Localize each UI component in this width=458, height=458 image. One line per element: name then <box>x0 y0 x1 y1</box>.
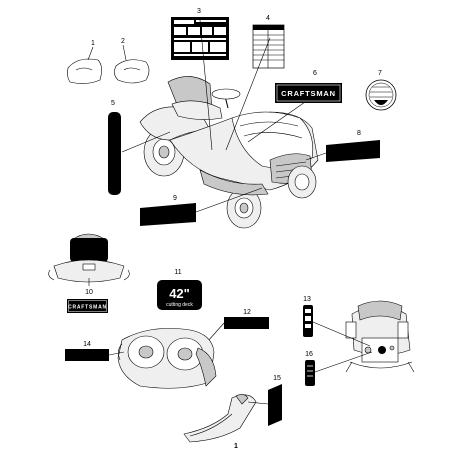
callout-9: 9 <box>173 195 177 202</box>
decal-3-operating-instructions <box>171 17 229 60</box>
decal-13-control-strip <box>303 305 313 337</box>
leader-3 <box>199 19 213 151</box>
callout-8: 8 <box>357 130 361 137</box>
callout-14: 14 <box>83 341 91 348</box>
decal-9-side-stripe <box>140 203 196 226</box>
decal-2-right-fender <box>114 59 150 84</box>
callout-4: 4 <box>266 15 270 22</box>
discharge-chute <box>183 394 257 443</box>
callout-3: 3 <box>197 8 201 15</box>
brand-label-large: CRAFTSMAN <box>281 89 336 98</box>
dashboard-view <box>345 300 415 373</box>
callout-1-chute: 1 <box>234 443 238 450</box>
callout-2: 2 <box>121 38 125 45</box>
decal-11-deck-size: 42" cutting deck <box>157 280 202 310</box>
callout-12: 12 <box>243 309 251 316</box>
callout-15: 15 <box>273 375 281 382</box>
callout-16: 16 <box>305 351 313 358</box>
decal-8-hood-stripe <box>326 140 380 162</box>
decal-5-side-stripe <box>108 112 121 195</box>
deck-text-label: cutting deck <box>166 302 193 308</box>
callout-5: 5 <box>111 100 115 107</box>
decal-4-info-chart <box>252 24 285 69</box>
callout-1: 1 <box>91 40 95 47</box>
leader-5 <box>121 131 171 153</box>
seat-assembly <box>48 233 130 283</box>
decal-1-left-fender <box>67 58 102 84</box>
leader-4 <box>225 37 271 151</box>
cutting-deck <box>117 328 217 389</box>
callout-11: 11 <box>174 269 181 276</box>
brand-label-small: CRAFTSMAN <box>68 305 107 311</box>
decal-15-chute-label <box>268 384 282 426</box>
decal-16-control-strip <box>305 360 315 386</box>
callout-10: 10 <box>85 289 93 296</box>
deck-size-label: 42" <box>169 286 190 301</box>
leader-6 <box>247 101 306 143</box>
callout-7: 7 <box>378 70 382 77</box>
callout-13: 13 <box>303 296 311 303</box>
callout-6: 6 <box>313 70 317 77</box>
lawn-tractor <box>139 76 319 229</box>
decal-6-brand-logo: CRAFTSMAN <box>275 83 342 103</box>
decal-12-deck-label <box>224 317 269 329</box>
decal-14-deck-label <box>65 349 109 361</box>
decal-10-brand-logo: CRAFTSMAN <box>67 299 108 313</box>
decal-7-warning-circle <box>365 79 397 111</box>
